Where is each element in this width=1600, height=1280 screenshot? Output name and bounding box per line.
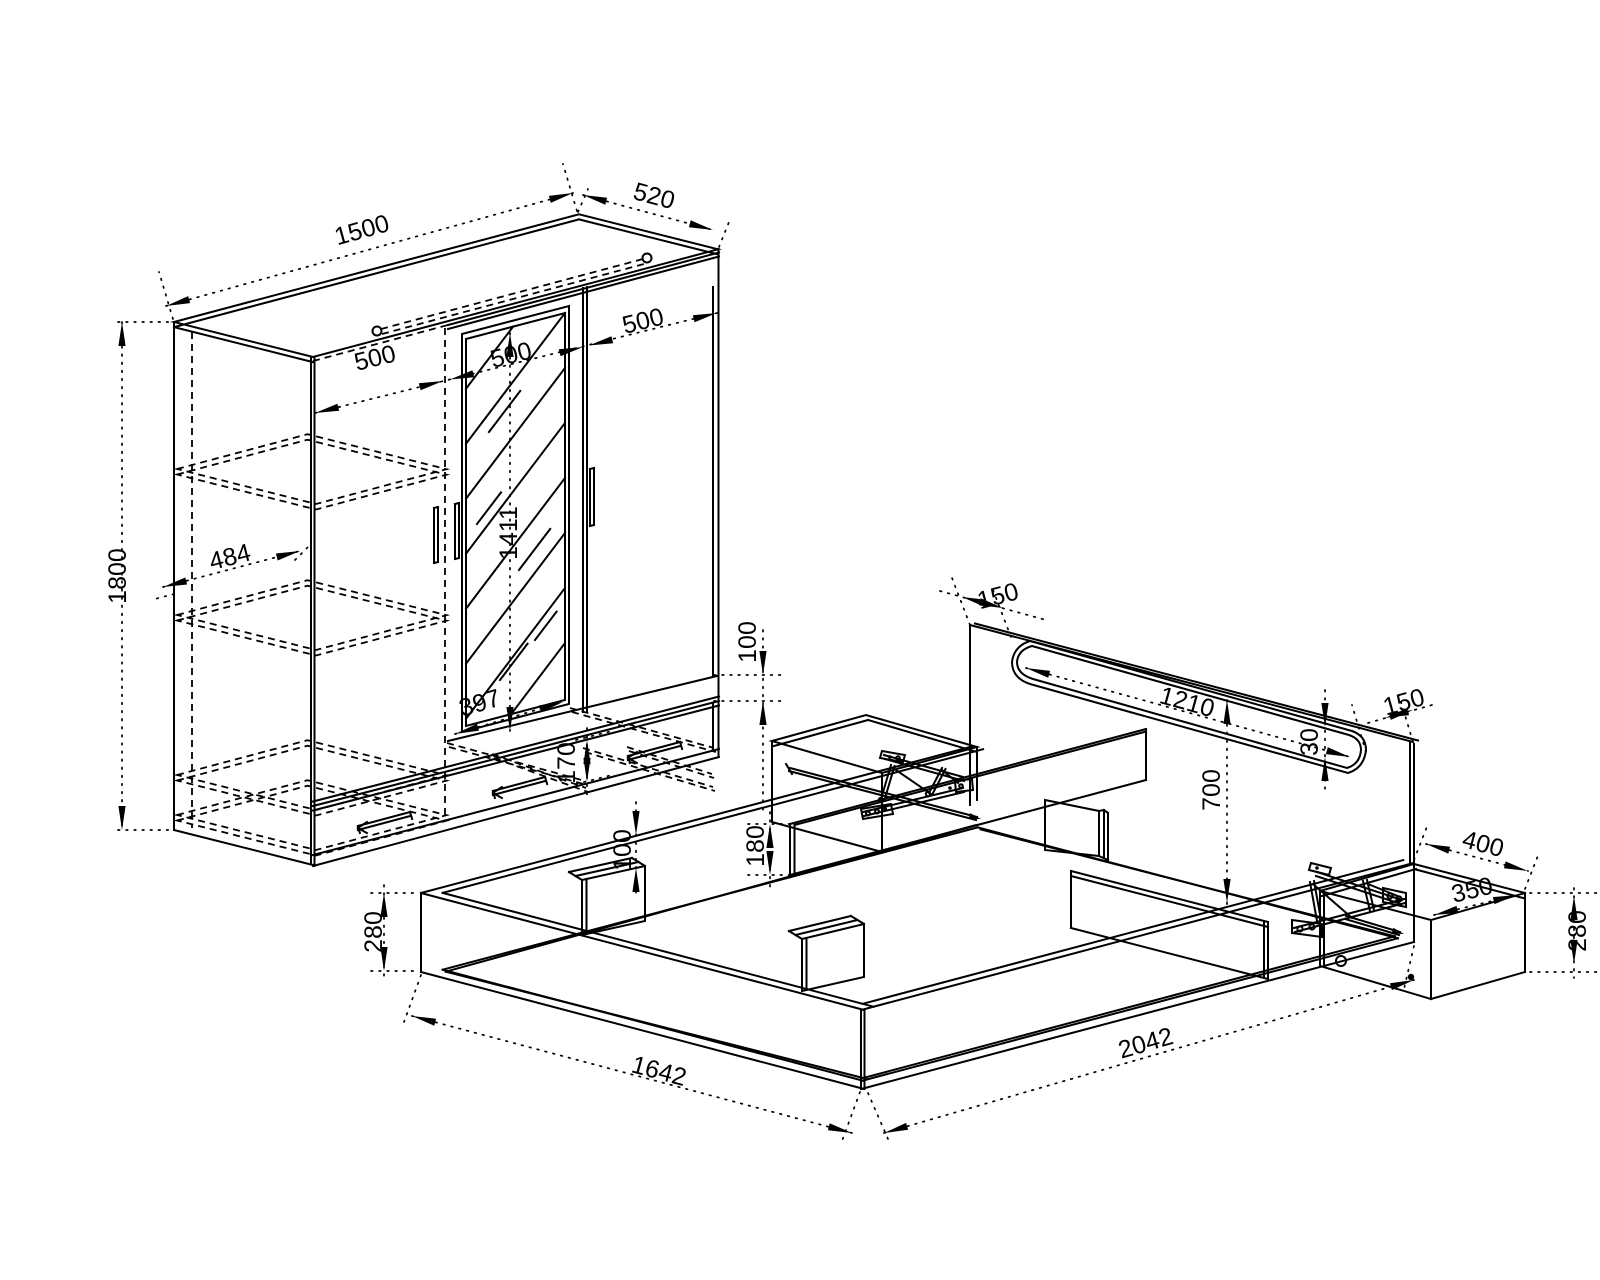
svg-text:100: 100 bbox=[734, 621, 762, 663]
svg-text:180: 180 bbox=[742, 825, 770, 867]
svg-text:280: 280 bbox=[360, 911, 388, 953]
svg-text:1411: 1411 bbox=[495, 506, 523, 560]
svg-text:30: 30 bbox=[1296, 728, 1324, 756]
svg-text:170: 170 bbox=[553, 742, 581, 784]
svg-text:280: 280 bbox=[1564, 910, 1592, 952]
svg-text:700: 700 bbox=[1198, 769, 1226, 811]
svg-text:100: 100 bbox=[609, 829, 637, 871]
svg-text:1800: 1800 bbox=[104, 548, 132, 604]
